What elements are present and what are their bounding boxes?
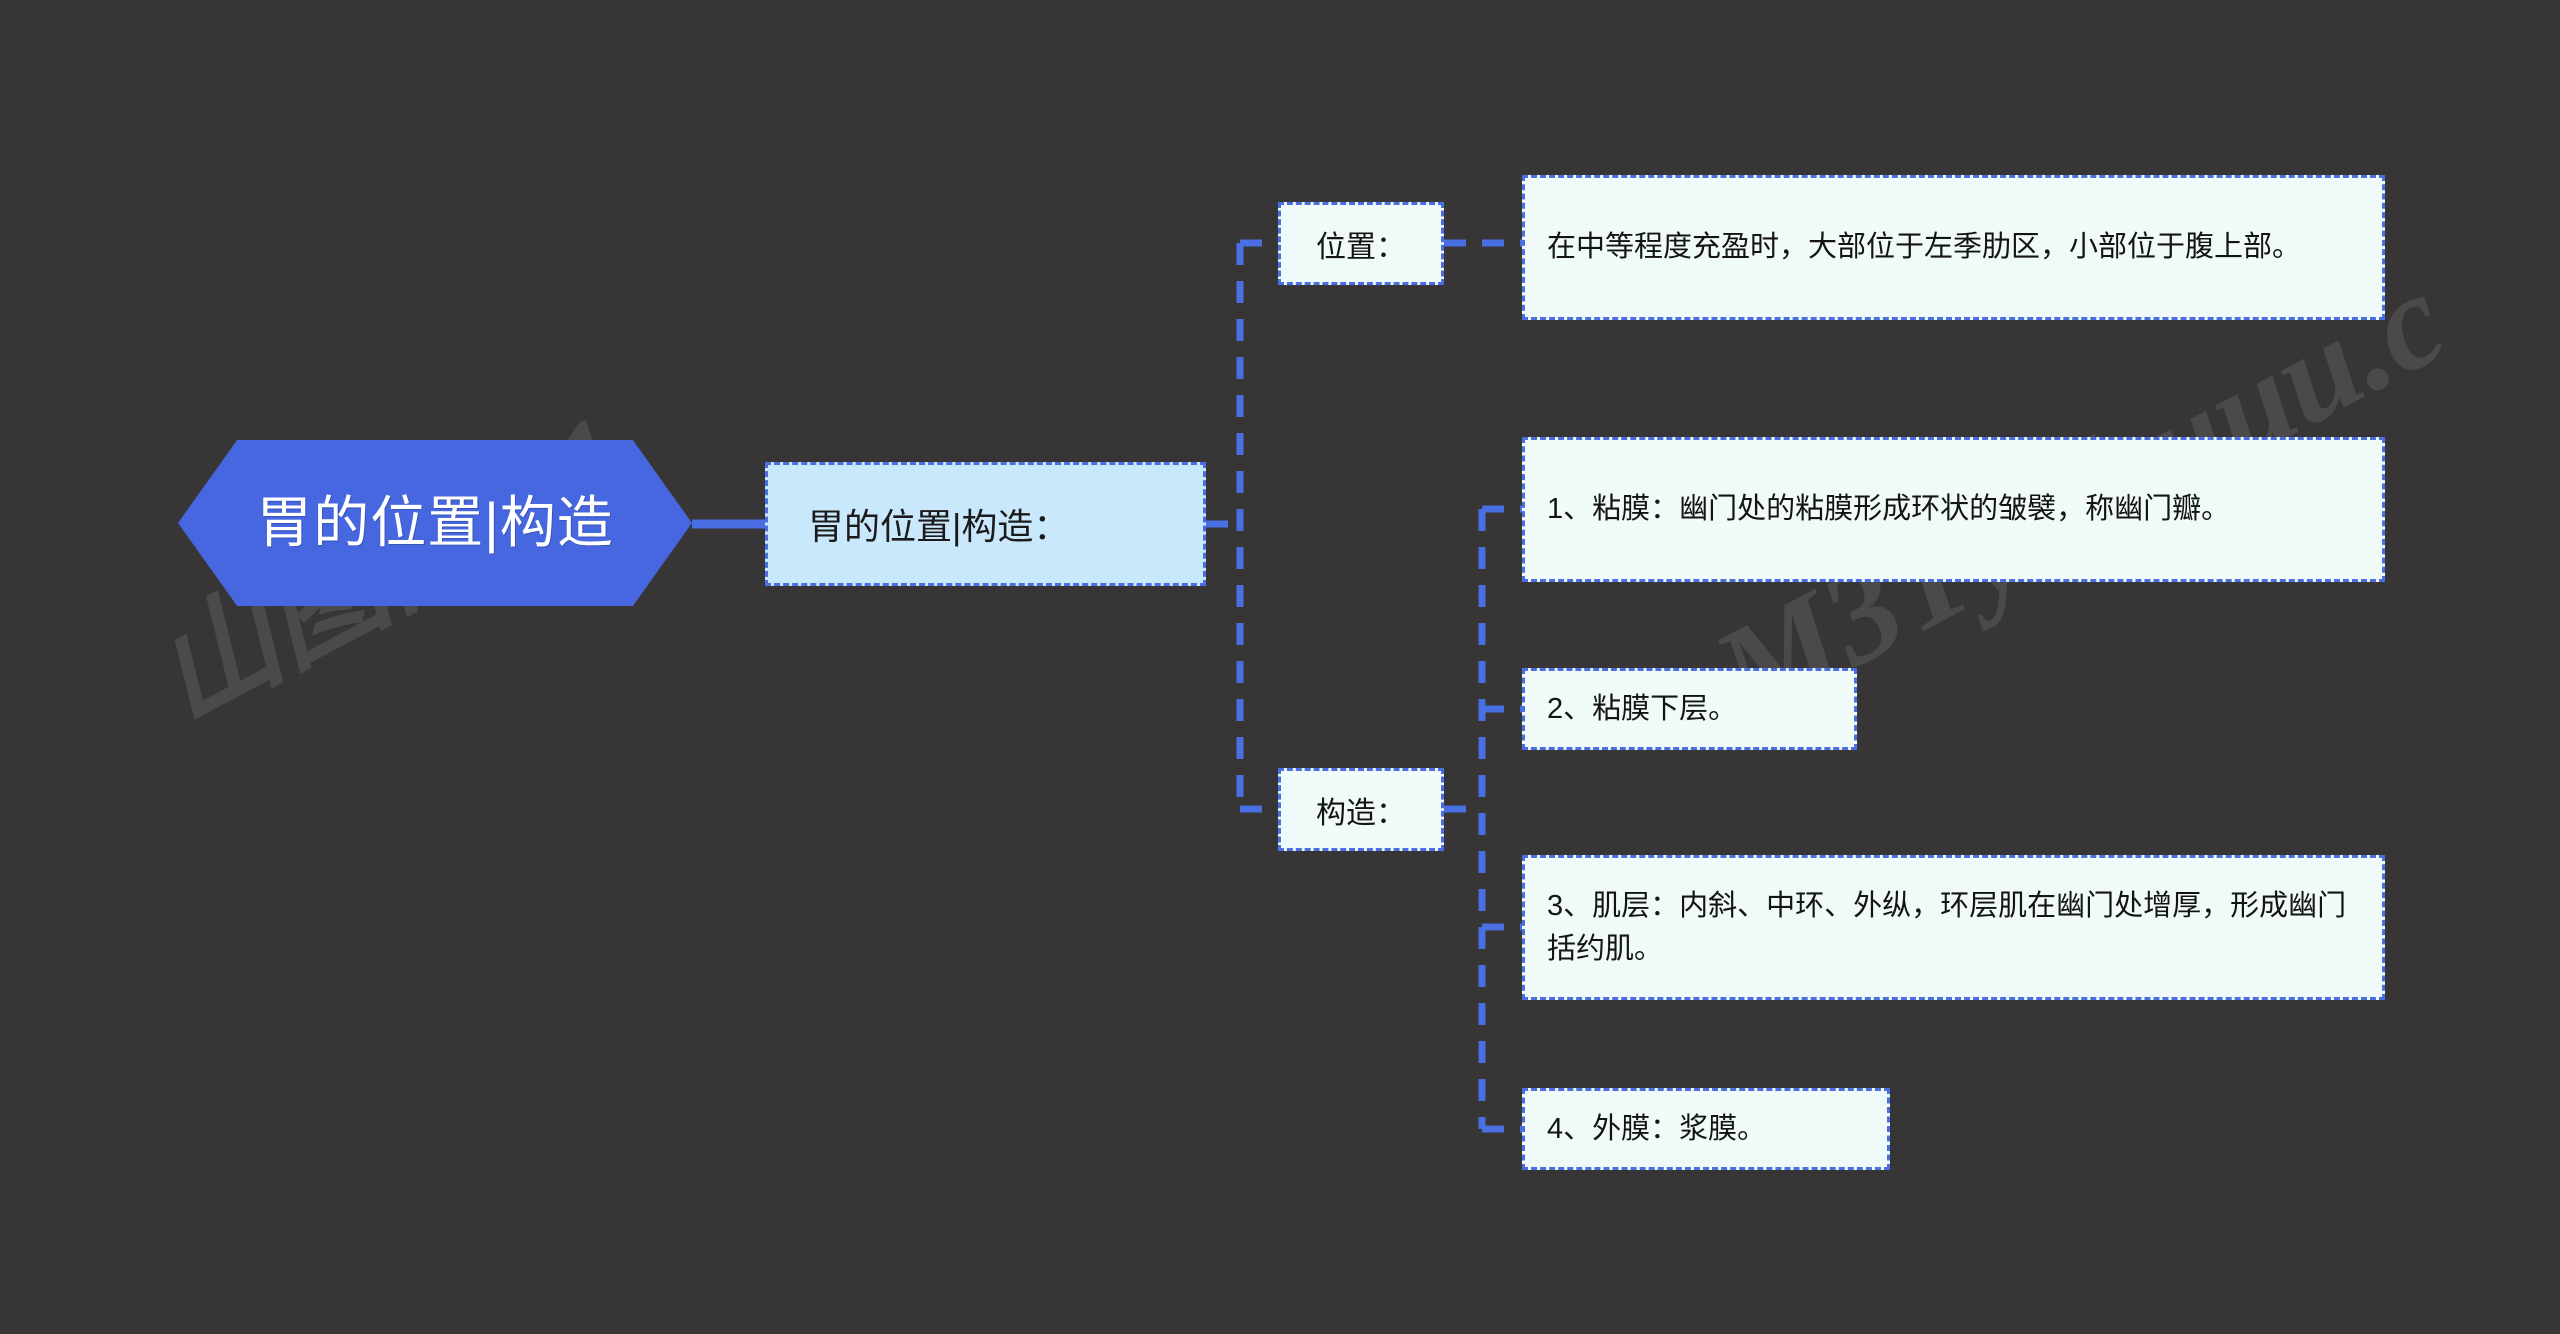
- leaf-node-text: 2、粘膜下层。: [1547, 692, 1738, 725]
- branch-node-position[interactable]: 位置：: [1278, 202, 1444, 285]
- leaf-node[interactable]: 在中等程度充盈时，大部位于左季肋区，小部位于腹上部。: [1522, 175, 2385, 320]
- branch-node-structure[interactable]: 构造：: [1278, 768, 1444, 851]
- level2-node-label: 胃的位置|构造：: [808, 506, 1070, 547]
- leaf-node-text: 1、粘膜：幽门处的粘膜形成环状的皱襞，称幽门瓣。: [1547, 493, 2231, 526]
- leaf-node[interactable]: 2、粘膜下层。: [1522, 668, 1857, 750]
- leaf-node[interactable]: 4、外膜：浆膜。: [1522, 1088, 1890, 1170]
- leaf-node-text: 3、肌层：内斜、中环、外纵，环层肌在幽门处增厚，形成幽门括约肌。: [1547, 889, 2347, 965]
- leaf-node[interactable]: 1、粘膜：幽门处的粘膜形成环状的皱襞，称幽门瓣。: [1522, 437, 2385, 582]
- leaf-node[interactable]: 3、肌层：内斜、中环、外纵，环层肌在幽门处增厚，形成幽门括约肌。: [1522, 855, 2385, 1000]
- leaf-node-text: 在中等程度充盈时，大部位于左季肋区，小部位于腹上部。: [1547, 231, 2302, 264]
- level2-node[interactable]: 胃的位置|构造：: [765, 462, 1206, 586]
- leaf-node-text: 4、外膜：浆膜。: [1547, 1112, 1767, 1145]
- branch-node-position-label: 位置：: [1316, 230, 1406, 264]
- branch-node-structure-label: 构造：: [1316, 796, 1406, 830]
- root-node-label: 胃的位置|构造: [256, 491, 614, 555]
- root-node[interactable]: 胃的位置|构造: [178, 440, 692, 606]
